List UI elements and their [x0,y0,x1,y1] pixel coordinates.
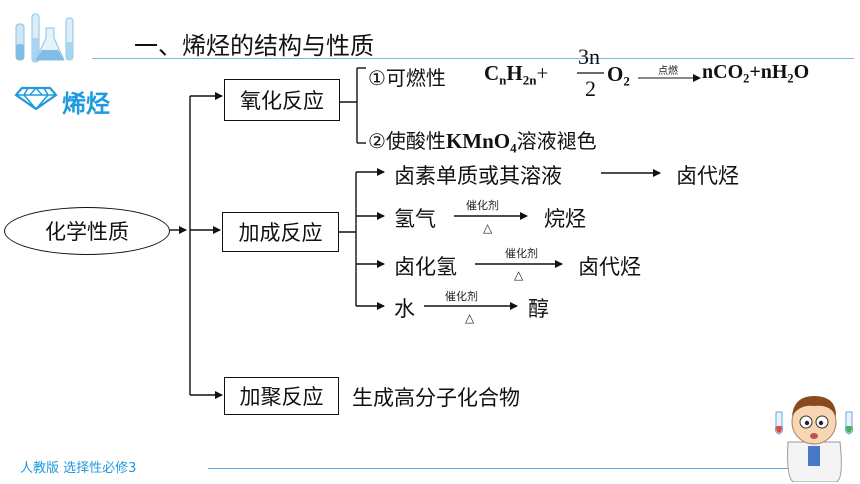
diamond-icon [14,86,58,110]
lab-glassware-icon [15,13,74,63]
halogen-product: 卤代烃 [676,164,739,188]
alkene-formula: CnH2n+ [484,61,549,88]
water-catalyst: 催化剂 [445,290,478,303]
hx-reagent: 卤化氢 [394,255,457,279]
hx-product: 卤代烃 [578,255,641,279]
fraction-numerator: 3n [578,44,600,69]
page-title: 一、烯烃的结构与性质 [134,32,374,60]
root-node-label: 化学性质 [45,220,129,244]
footer-text: 人教版 选择性必修3 [20,461,137,476]
root-node: 化学性质 [4,207,170,255]
water-reagent: 水 [394,297,415,321]
section-label: 烯烃 [62,90,110,118]
footer-line [208,468,788,469]
hydrogen-product: 烷烃 [544,207,586,231]
hx-heat: △ [514,268,524,282]
addition-box: 加成反应 [222,212,339,252]
kmno4-decolor: ②使酸性KMnO4溶液褪色 [368,129,597,156]
fraction-denominator: 2 [585,76,596,101]
water-product: 醇 [528,297,549,321]
combustion-condition: 点燃 [658,66,678,77]
scientist-cartoon-icon [774,396,854,482]
combustion-products: nCO2+nH2O [702,61,810,86]
hydrogen-catalyst: 催化剂 [466,199,499,212]
oxidation-label: 氧化反应 [240,89,324,113]
oxidation-box: 氧化反应 [224,79,340,121]
halogen-reagent: 卤素单质或其溶液 [394,164,562,188]
polymerization-label: 加聚反应 [239,385,324,409]
water-heat: △ [465,311,475,325]
combustion-prefix: ①可燃性 [368,66,446,90]
hydrogen-reagent: 氢气 [394,207,436,231]
polymerization-box: 加聚反应 [224,377,339,415]
polymerization-description: 生成高分子化合物 [352,386,520,410]
oxygen-formula: O2 [607,62,630,89]
hx-catalyst: 催化剂 [505,247,538,260]
title-underline [92,58,854,59]
hydrogen-heat: △ [483,221,493,235]
addition-label: 加成反应 [238,221,323,245]
